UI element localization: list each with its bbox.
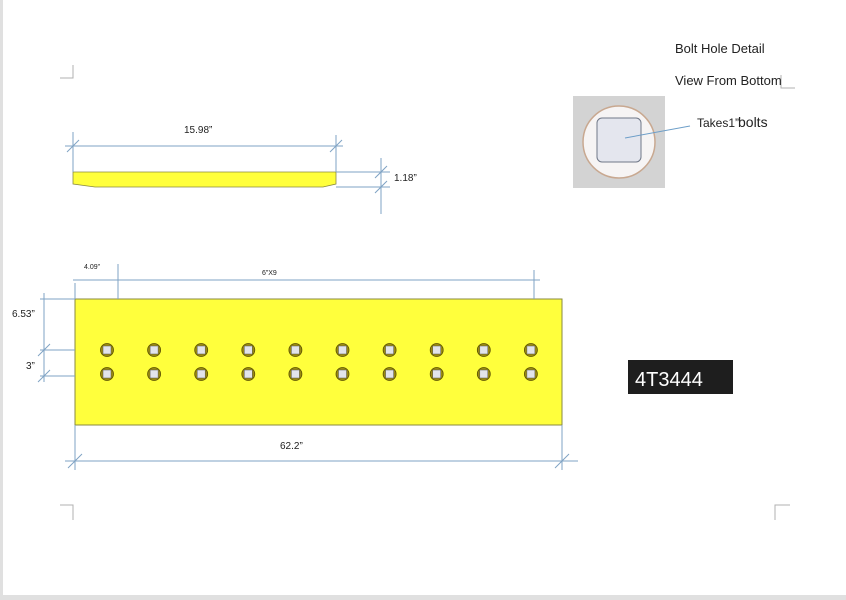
total-length-label: 62.2”	[280, 441, 303, 452]
bolt-hole	[241, 367, 256, 381]
page-edge-left	[0, 0, 3, 600]
side-dimension-lines	[65, 132, 390, 214]
plate-dimension-lines	[37, 264, 578, 470]
bolt-hole	[476, 367, 491, 381]
bolt-hole	[194, 343, 209, 357]
side-length-label: 15.98”	[184, 125, 212, 136]
crop-mark	[774, 504, 790, 520]
detail-subtitle: View From Bottom	[675, 73, 782, 88]
bolt-hole	[335, 343, 350, 357]
bolt-hole	[382, 343, 397, 357]
thickness-label: 1.18”	[394, 173, 417, 184]
row-spacing-label: 3”	[26, 361, 35, 372]
bolt-hole	[288, 343, 303, 357]
hole-spacing-label: 6”X9	[262, 270, 277, 277]
crop-mark	[60, 65, 74, 79]
edge-offset-label: 4.09”	[84, 264, 101, 271]
bolt-hole	[194, 367, 209, 381]
bolt-hole	[100, 343, 114, 357]
bolt-hole	[524, 367, 538, 381]
bolt-hole	[476, 343, 491, 357]
bolt-size-label: Takes1”	[697, 116, 739, 130]
hole-height-label: 6.53”	[12, 309, 35, 320]
cutting-edge-plate	[74, 298, 563, 426]
bolt-hole	[382, 367, 397, 381]
bolt-hole-image	[573, 96, 691, 188]
bolt-hole	[524, 343, 538, 357]
bolt-hole	[241, 343, 256, 357]
side-profile	[72, 171, 337, 188]
bolt-hole	[429, 343, 444, 357]
part-number: 4T3444	[635, 369, 703, 391]
crop-mark	[60, 504, 74, 520]
page-edge-bottom	[0, 595, 846, 600]
detail-title: Bolt Hole Detail	[675, 41, 765, 56]
bolt-hole	[429, 367, 444, 381]
bolt-hole	[147, 343, 162, 357]
bolt-hole	[147, 367, 162, 381]
bolt-label-suffix: bolts	[738, 114, 768, 130]
bolt-hole	[335, 367, 350, 381]
bolt-holes	[100, 343, 538, 381]
part-number-badge	[628, 360, 733, 394]
bolt-hole	[100, 367, 114, 381]
crop-mark	[780, 75, 795, 89]
bolt-hole	[288, 367, 303, 381]
